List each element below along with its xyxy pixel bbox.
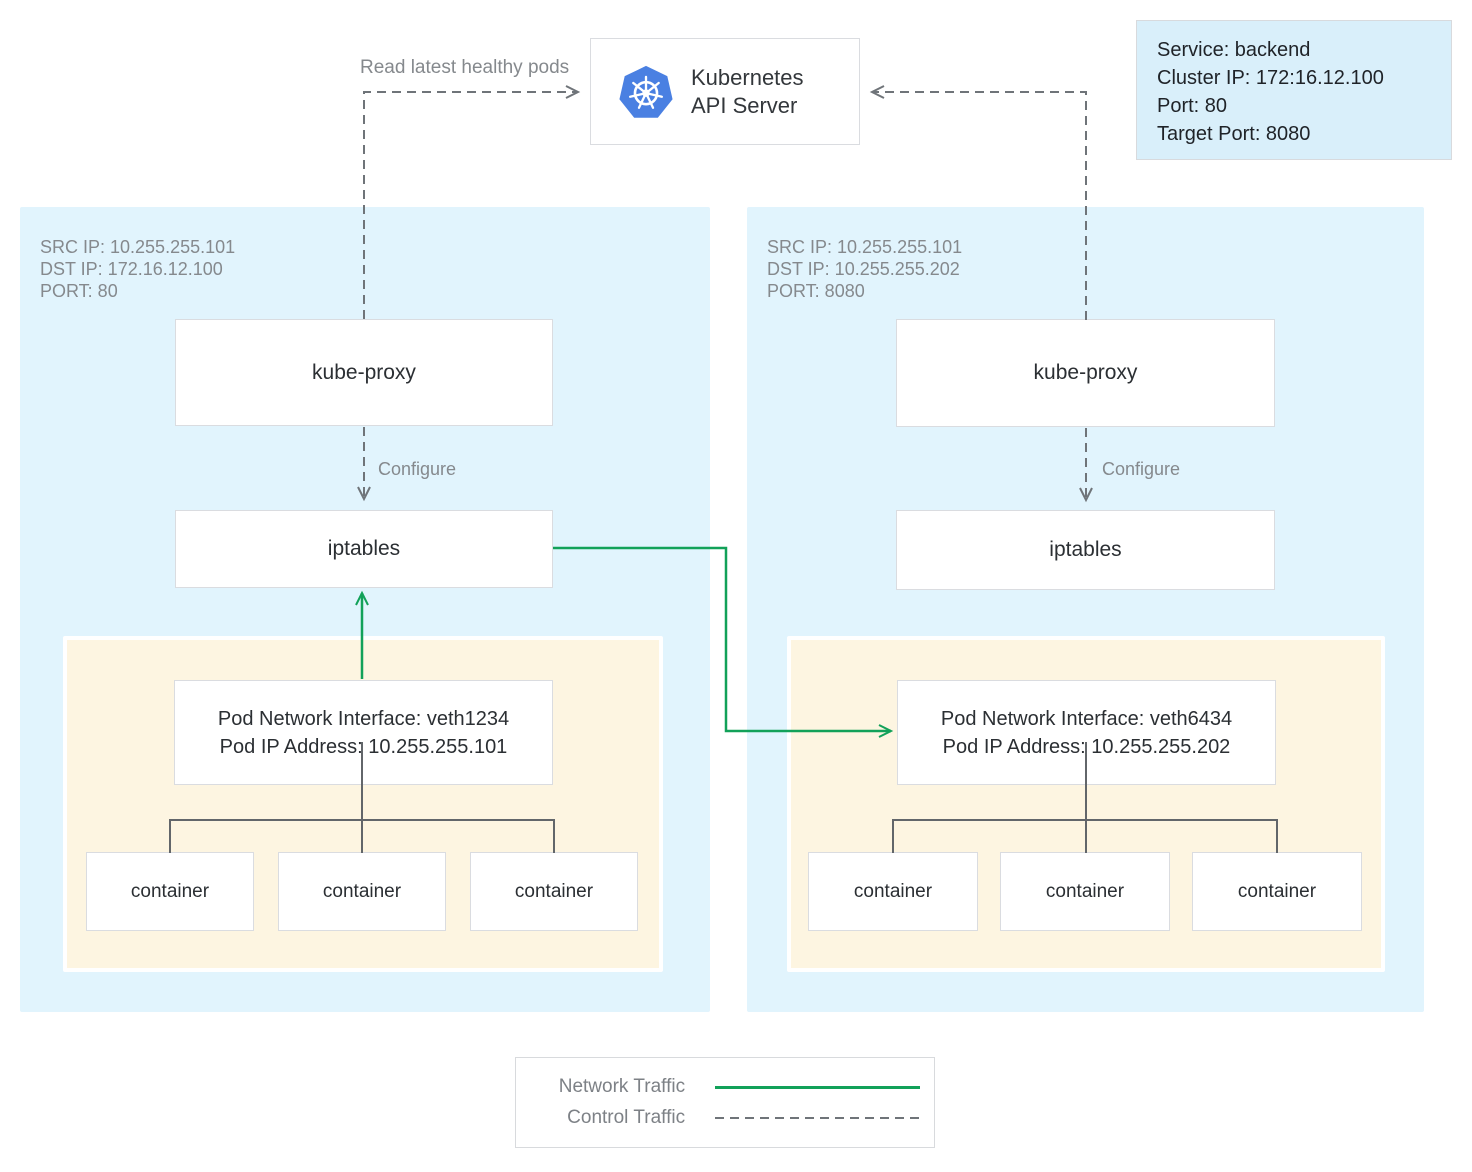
- iptables-box-right: iptables: [896, 510, 1275, 590]
- legend-control-traffic-line: [715, 1117, 920, 1119]
- legend-row-network: Network Traffic: [530, 1076, 920, 1098]
- api-server-label: Kubernetes API Server: [691, 64, 804, 120]
- node-right-dst-ip: DST IP: 10.255.255.202: [767, 259, 960, 279]
- legend-network-traffic-label: Network Traffic: [558, 1076, 686, 1097]
- node-left-src-ip: SRC IP: 10.255.255.101: [40, 237, 236, 257]
- service-name: Service: backend: [1157, 39, 1311, 61]
- kube-proxy-box-right: kube-proxy: [896, 319, 1275, 427]
- node-right-src-ip: SRC IP: 10.255.255.101: [767, 237, 963, 257]
- node-right-traffic-info: SRC IP: 10.255.255.101 DST IP: 10.255.25…: [767, 236, 962, 302]
- api-server-label-line2: API Server: [691, 92, 798, 118]
- pod-network-interface-box-left: Pod Network Interface: veth1234 Pod IP A…: [174, 680, 553, 785]
- api-server-label-line1: Kubernetes: [691, 64, 804, 90]
- container-box-left-2: container: [278, 852, 446, 931]
- container-box-right-1: container: [808, 852, 978, 931]
- iptables-box-left: iptables: [175, 510, 553, 588]
- service-port: Port: 80: [1157, 95, 1228, 117]
- container-box-right-3: container: [1192, 852, 1362, 931]
- kube-proxy-box-left: kube-proxy: [175, 319, 553, 426]
- container-box-left-1: container: [86, 852, 254, 931]
- legend-network-traffic-line: [715, 1085, 920, 1089]
- node-right-port: PORT: 8080: [767, 281, 865, 301]
- container-box-right-2: container: [1000, 852, 1170, 931]
- service-info-card: Service: backend Cluster IP: 172:16.12.1…: [1136, 20, 1452, 160]
- legend-box: Network Traffic Control Traffic: [515, 1057, 935, 1148]
- read-latest-healthy-pods-label: Read latest healthy pods: [360, 57, 570, 78]
- pod-network-interface-box-right: Pod Network Interface: veth6434 Pod IP A…: [897, 680, 1276, 785]
- legend-row-control: Control Traffic: [530, 1107, 920, 1129]
- kubernetes-api-server-box: Kubernetes API Server: [590, 38, 860, 145]
- node-left-dst-ip: DST IP: 172.16.12.100: [40, 259, 223, 279]
- container-box-left-3: container: [470, 852, 638, 931]
- pod-left-ip: Pod IP Address: 10.255.255.101: [219, 735, 508, 758]
- pod-right-ip: Pod IP Address: 10.255.255.202: [942, 735, 1231, 758]
- pod-right-interface: Pod Network Interface: veth6434: [940, 707, 1233, 730]
- service-cluster-ip: Cluster IP: 172:16.12.100: [1157, 67, 1384, 89]
- pod-left-interface: Pod Network Interface: veth1234: [217, 707, 510, 730]
- configure-label-right: Configure: [1102, 459, 1181, 479]
- service-target-port: Target Port: 8080: [1157, 123, 1311, 145]
- node-left-traffic-info: SRC IP: 10.255.255.101 DST IP: 172.16.12…: [40, 236, 235, 302]
- legend-control-traffic-label: Control Traffic: [567, 1107, 686, 1128]
- configure-label-left: Configure: [378, 459, 457, 479]
- node-left-port: PORT: 80: [40, 281, 118, 301]
- kubernetes-logo-icon: [619, 65, 673, 118]
